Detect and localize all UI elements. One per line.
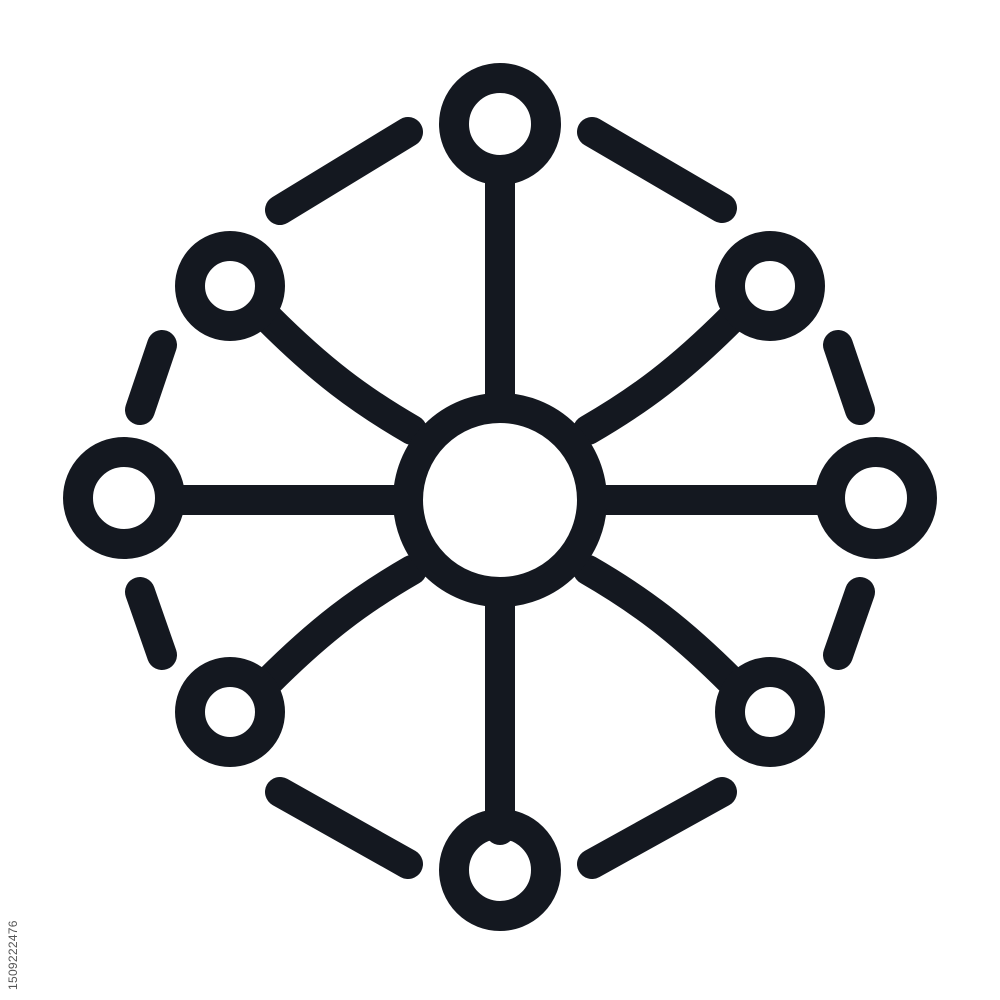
outer-dash-segment [265,777,423,879]
outer-node-right [815,437,937,559]
outer-dash-segment [577,117,737,223]
outer-dash-segment [577,777,737,879]
outer-dash-segment [265,117,423,225]
spoke-curve-bottom-right [573,555,747,697]
outer-dash-segment [125,577,177,670]
outer-node-top-left [175,231,285,341]
outer-node-top-right [715,231,825,341]
stock-id-label: 1509222476 [6,920,20,990]
outer-dash-segment [125,330,177,425]
outer-dash-segment [823,577,875,670]
spoke-curve-top-left [253,303,427,445]
outer-node-left [63,437,185,559]
outer-node-bottom [439,809,561,931]
outer-node-bottom-right [715,657,825,767]
outer-node-bottom-left [175,657,285,767]
outer-node-top [439,63,561,185]
outer-dash-segment [823,330,875,425]
spoke-curve-bottom-left [253,555,427,697]
network-graphic [63,63,937,931]
central-hub-node [393,393,607,607]
spoke-curve-top-right [573,303,747,445]
